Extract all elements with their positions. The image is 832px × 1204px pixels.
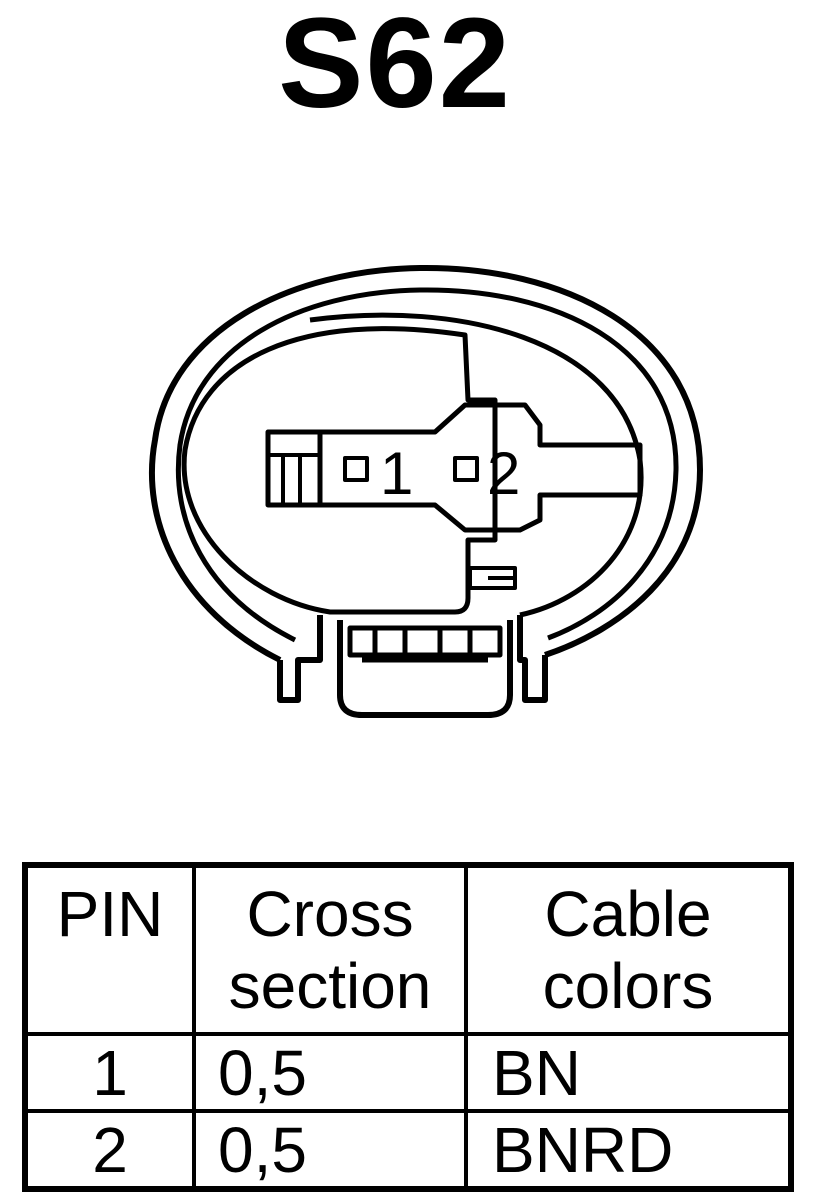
table-row: 1 0,5 BN (28, 1032, 788, 1113)
terminal-carrier (265, 402, 643, 533)
pin-1-contact (343, 456, 369, 482)
header-cross-section: Cross section (192, 868, 468, 1036)
pin-1-label: 1 (380, 440, 413, 507)
bottom-tab-ribs (347, 625, 503, 658)
header-cable-colors: Cable colors (464, 868, 788, 1036)
connector-face-drawing: 1 2 (149, 264, 703, 718)
row-1-cross-section: 0,5 (192, 1032, 468, 1113)
row-2-pin: 2 (28, 1109, 196, 1186)
pin-assignment-table: PIN Cross section Cable colors 1 0,5 BN … (22, 862, 794, 1192)
right-latch-tab (517, 615, 548, 703)
inner-body-outline (181, 326, 498, 615)
left-latch-tab (277, 615, 323, 703)
row-1-cable-color: BN (464, 1032, 788, 1113)
row-2-cable-color: BNRD (464, 1109, 788, 1186)
table-row: 2 0,5 BNRD (28, 1109, 788, 1186)
row-1-pin: 1 (28, 1032, 196, 1113)
housing-outer-inner-outline (175, 287, 679, 643)
connector-title: S62 (278, 0, 512, 135)
header-pin: PIN (28, 868, 196, 1036)
inner-cavity-arc (309, 312, 644, 618)
pin-2-label: 2 (487, 440, 520, 507)
bottom-tab (337, 620, 513, 718)
table-header-row: PIN Cross section Cable colors (28, 868, 788, 1036)
pin-2-contact (453, 456, 479, 482)
row-2-cross-section: 0,5 (192, 1109, 468, 1186)
housing-outer-outline (149, 264, 703, 663)
